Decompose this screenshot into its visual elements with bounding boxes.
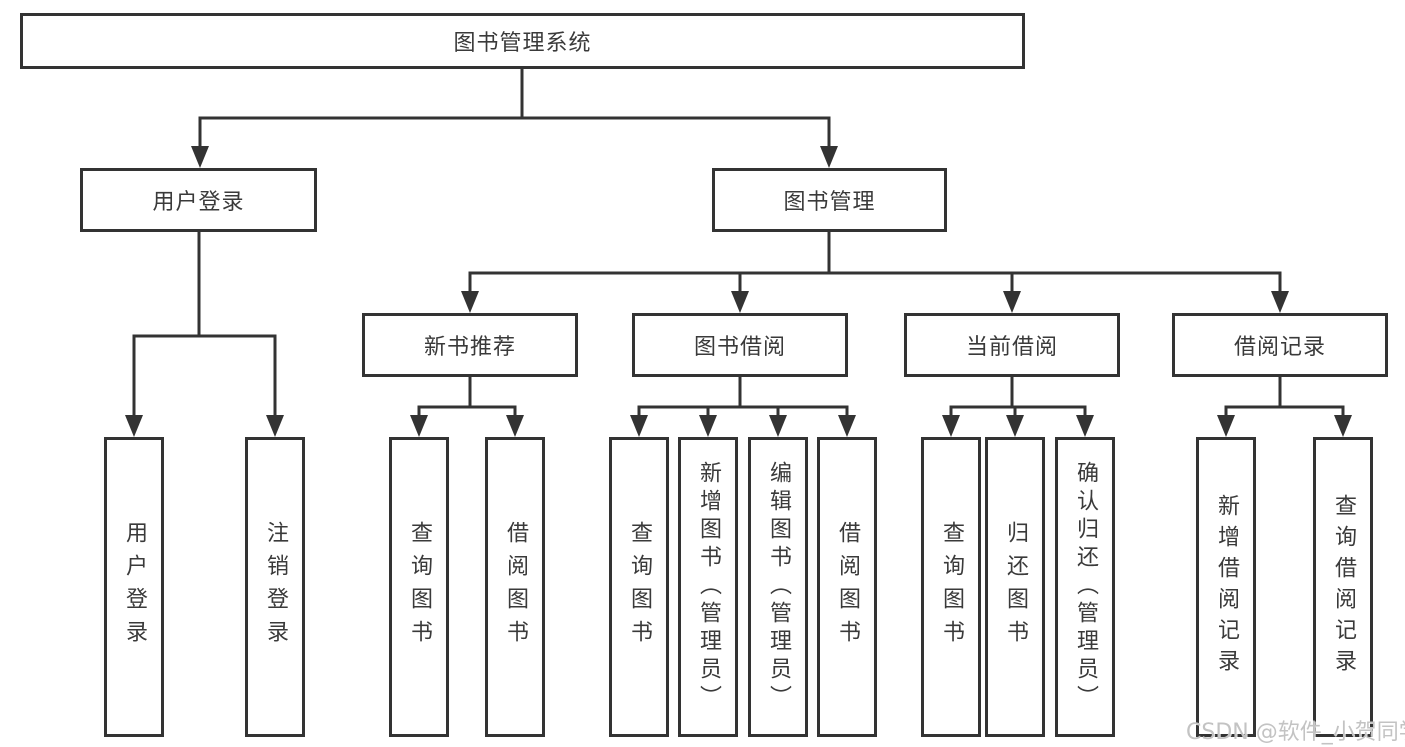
node-label: 编辑图书（管理员） <box>766 461 791 713</box>
node-label: 图书管理 <box>783 190 876 215</box>
node-query-borrow-record: 查询借阅记录 <box>1313 437 1373 737</box>
node-label: 查询图书 <box>407 521 432 653</box>
node-library-system: 图书管理系统 <box>20 13 1025 69</box>
node-label: 当前借阅 <box>965 335 1058 360</box>
node-label: 查询图书 <box>939 521 964 653</box>
node-book-borrow: 图书借阅 <box>632 313 848 377</box>
node-current-borrow: 当前借阅 <box>904 313 1120 377</box>
node-edit-book-admin: 编辑图书（管理员） <box>748 437 808 737</box>
node-logout: 注销登录 <box>245 437 305 737</box>
node-label: 借阅图书 <box>503 521 528 653</box>
node-label: 归还图书 <box>1003 521 1028 653</box>
node-label: 查询图书 <box>627 521 652 653</box>
node-add-borrow-record: 新增借阅记录 <box>1196 437 1256 737</box>
node-label: 新增借阅记录 <box>1214 494 1239 680</box>
node-user-login: 用户登录 <box>80 168 317 232</box>
node-new-book-recommend: 新书推荐 <box>362 313 578 377</box>
node-label: 用户登录 <box>152 190 245 215</box>
node-label: 注销登录 <box>263 521 288 653</box>
node-label: 新书推荐 <box>423 335 516 360</box>
node-label: 图书借阅 <box>693 335 786 360</box>
node-query-books-borrow: 查询图书 <box>609 437 669 737</box>
node-label: 借阅记录 <box>1233 335 1326 360</box>
node-user-login-leaf: 用户登录 <box>104 437 164 737</box>
node-label: 新增图书（管理员） <box>696 461 721 713</box>
node-label: 确认归还（管理员） <box>1073 461 1098 713</box>
node-add-book-admin: 新增图书（管理员） <box>678 437 738 737</box>
node-query-books-recommend: 查询图书 <box>389 437 449 737</box>
csdn-watermark: CSDN @软件_小贺同学 <box>1186 720 1405 745</box>
node-return-books: 归还图书 <box>985 437 1045 737</box>
node-confirm-return-admin: 确认归还（管理员） <box>1055 437 1115 737</box>
node-query-books-current: 查询图书 <box>921 437 981 737</box>
node-label: 用户登录 <box>122 521 147 653</box>
node-label: 借阅图书 <box>835 521 860 653</box>
node-borrow-books-recommend: 借阅图书 <box>485 437 545 737</box>
node-borrow-books-leaf: 借阅图书 <box>817 437 877 737</box>
node-label: 图书管理系统 <box>453 31 592 56</box>
node-borrow-records: 借阅记录 <box>1172 313 1388 377</box>
node-label: 查询借阅记录 <box>1331 494 1356 680</box>
node-book-management: 图书管理 <box>712 168 947 232</box>
